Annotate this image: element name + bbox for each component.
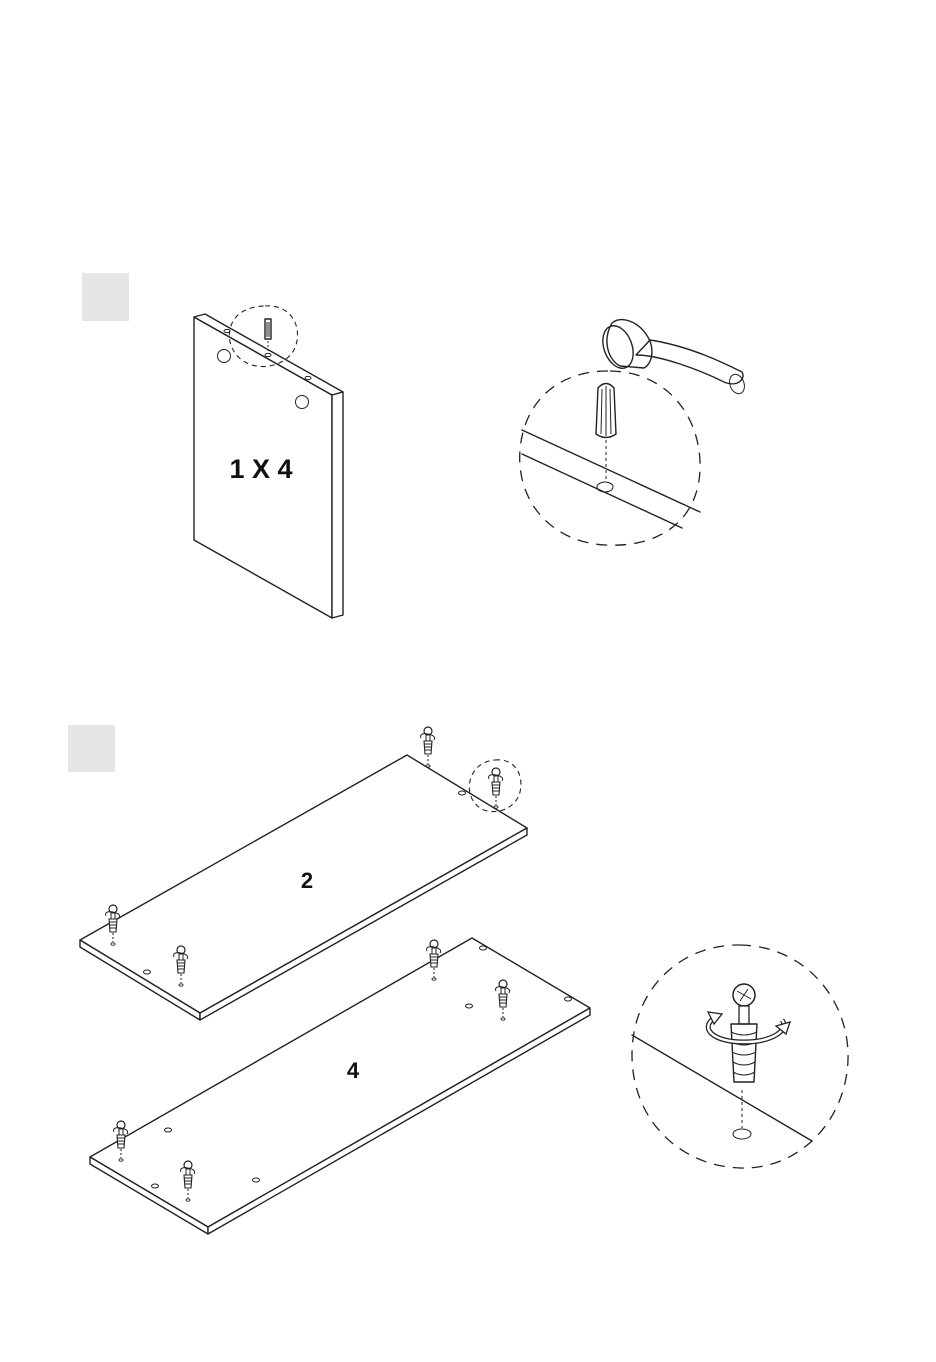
cam-bolt-icon bbox=[421, 727, 435, 767]
step-2-badge bbox=[68, 725, 115, 772]
panel-number-label: 4 bbox=[347, 1058, 360, 1083]
step-1-badge bbox=[82, 273, 129, 321]
dowel-detail-view bbox=[520, 371, 700, 545]
panel-number-label: 2 bbox=[301, 868, 313, 893]
wooden-dowel-icon bbox=[265, 319, 271, 351]
cam-bolt-detail-view bbox=[632, 945, 848, 1168]
side-panel: 1 X 4 bbox=[194, 314, 343, 618]
hammer-icon bbox=[597, 320, 747, 396]
cam-bolt-icon bbox=[489, 768, 503, 808]
panel-quantity-label: 1 X 4 bbox=[229, 454, 292, 484]
